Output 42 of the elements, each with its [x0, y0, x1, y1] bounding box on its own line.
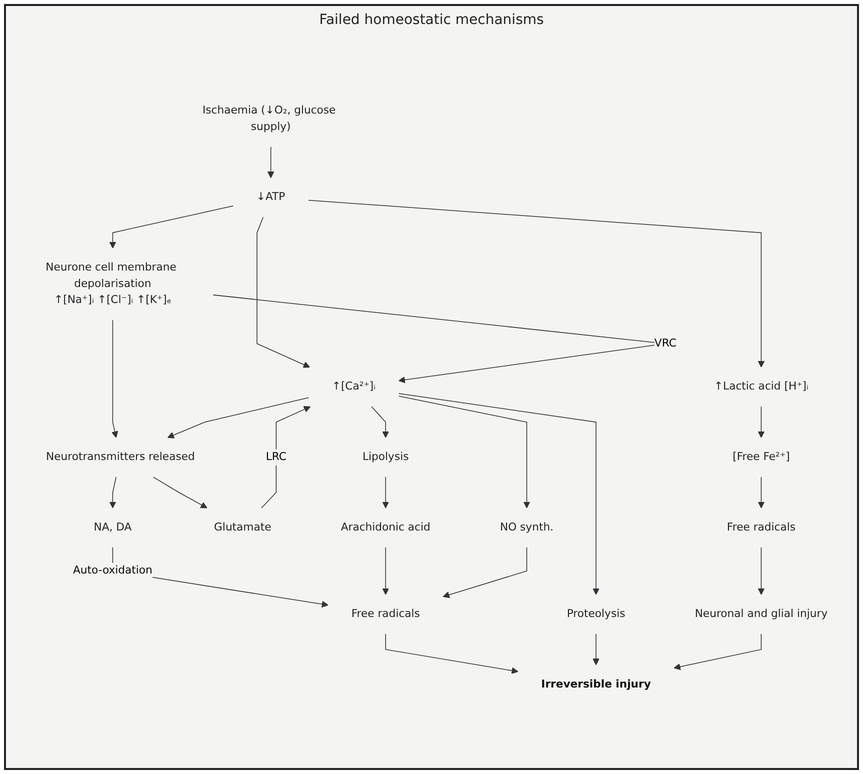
- node-text: NA, DA: [94, 521, 132, 534]
- node-text: Neurone cell membrane depolarisation ↑[Na⁺]ᵢ ↑[Cl⁻]ᵢ ↑[K⁺]ₑ: [46, 262, 176, 306]
- arrow: [758, 476, 765, 508]
- arrow: [385, 634, 518, 674]
- node-text: Free radicals: [726, 521, 796, 534]
- node-text: [Free Fe²⁺]: [732, 450, 790, 464]
- arrow: [592, 634, 600, 666]
- node-text: Free radicals: [351, 608, 420, 620]
- node-text: Ischaemia (↓O₂, glucose supply): [202, 104, 336, 134]
- node-text: Arachidonic acid: [340, 521, 430, 534]
- arrow: [674, 634, 762, 670]
- note-text: Failed homeostatic mechanisms: [319, 12, 544, 28]
- node-text: Glutamate: [214, 521, 272, 534]
- arrow: [398, 393, 600, 596]
- arrow: [758, 547, 765, 596]
- arrow: [382, 476, 390, 508]
- arrow: [109, 476, 116, 508]
- node-text: Irreversible injury: [541, 678, 651, 691]
- arrow: [308, 200, 765, 368]
- arrow: [398, 396, 530, 508]
- arrow: [111, 320, 118, 438]
- edge-label: LRC: [266, 450, 286, 464]
- node-text: Neurotransmitters released: [46, 450, 195, 464]
- node-text: ↓ATP: [256, 191, 286, 204]
- node-text: Lipolysis: [362, 450, 409, 464]
- arrow: [267, 146, 274, 178]
- edge-label: Auto-oxidation: [73, 564, 152, 577]
- node-text: ↑[Ca²⁺]ᵢ: [332, 380, 376, 393]
- arrow: [256, 217, 310, 368]
- node-text: Neuronal and glial injury: [694, 608, 828, 620]
- node-text: NO synth.: [500, 521, 554, 534]
- arrow: [152, 476, 208, 508]
- arrow: [442, 547, 528, 598]
- edge-label: VRC: [654, 337, 676, 350]
- arrow: [167, 397, 310, 439]
- arrow: [109, 206, 234, 249]
- arrow: [758, 406, 765, 438]
- arrow: [261, 406, 311, 509]
- node-text: Proteolysis: [566, 608, 626, 620]
- arrow: [382, 547, 390, 596]
- node-text: ↑Lactic acid [H⁺]ᵢ: [714, 380, 808, 393]
- arrow: [371, 406, 390, 438]
